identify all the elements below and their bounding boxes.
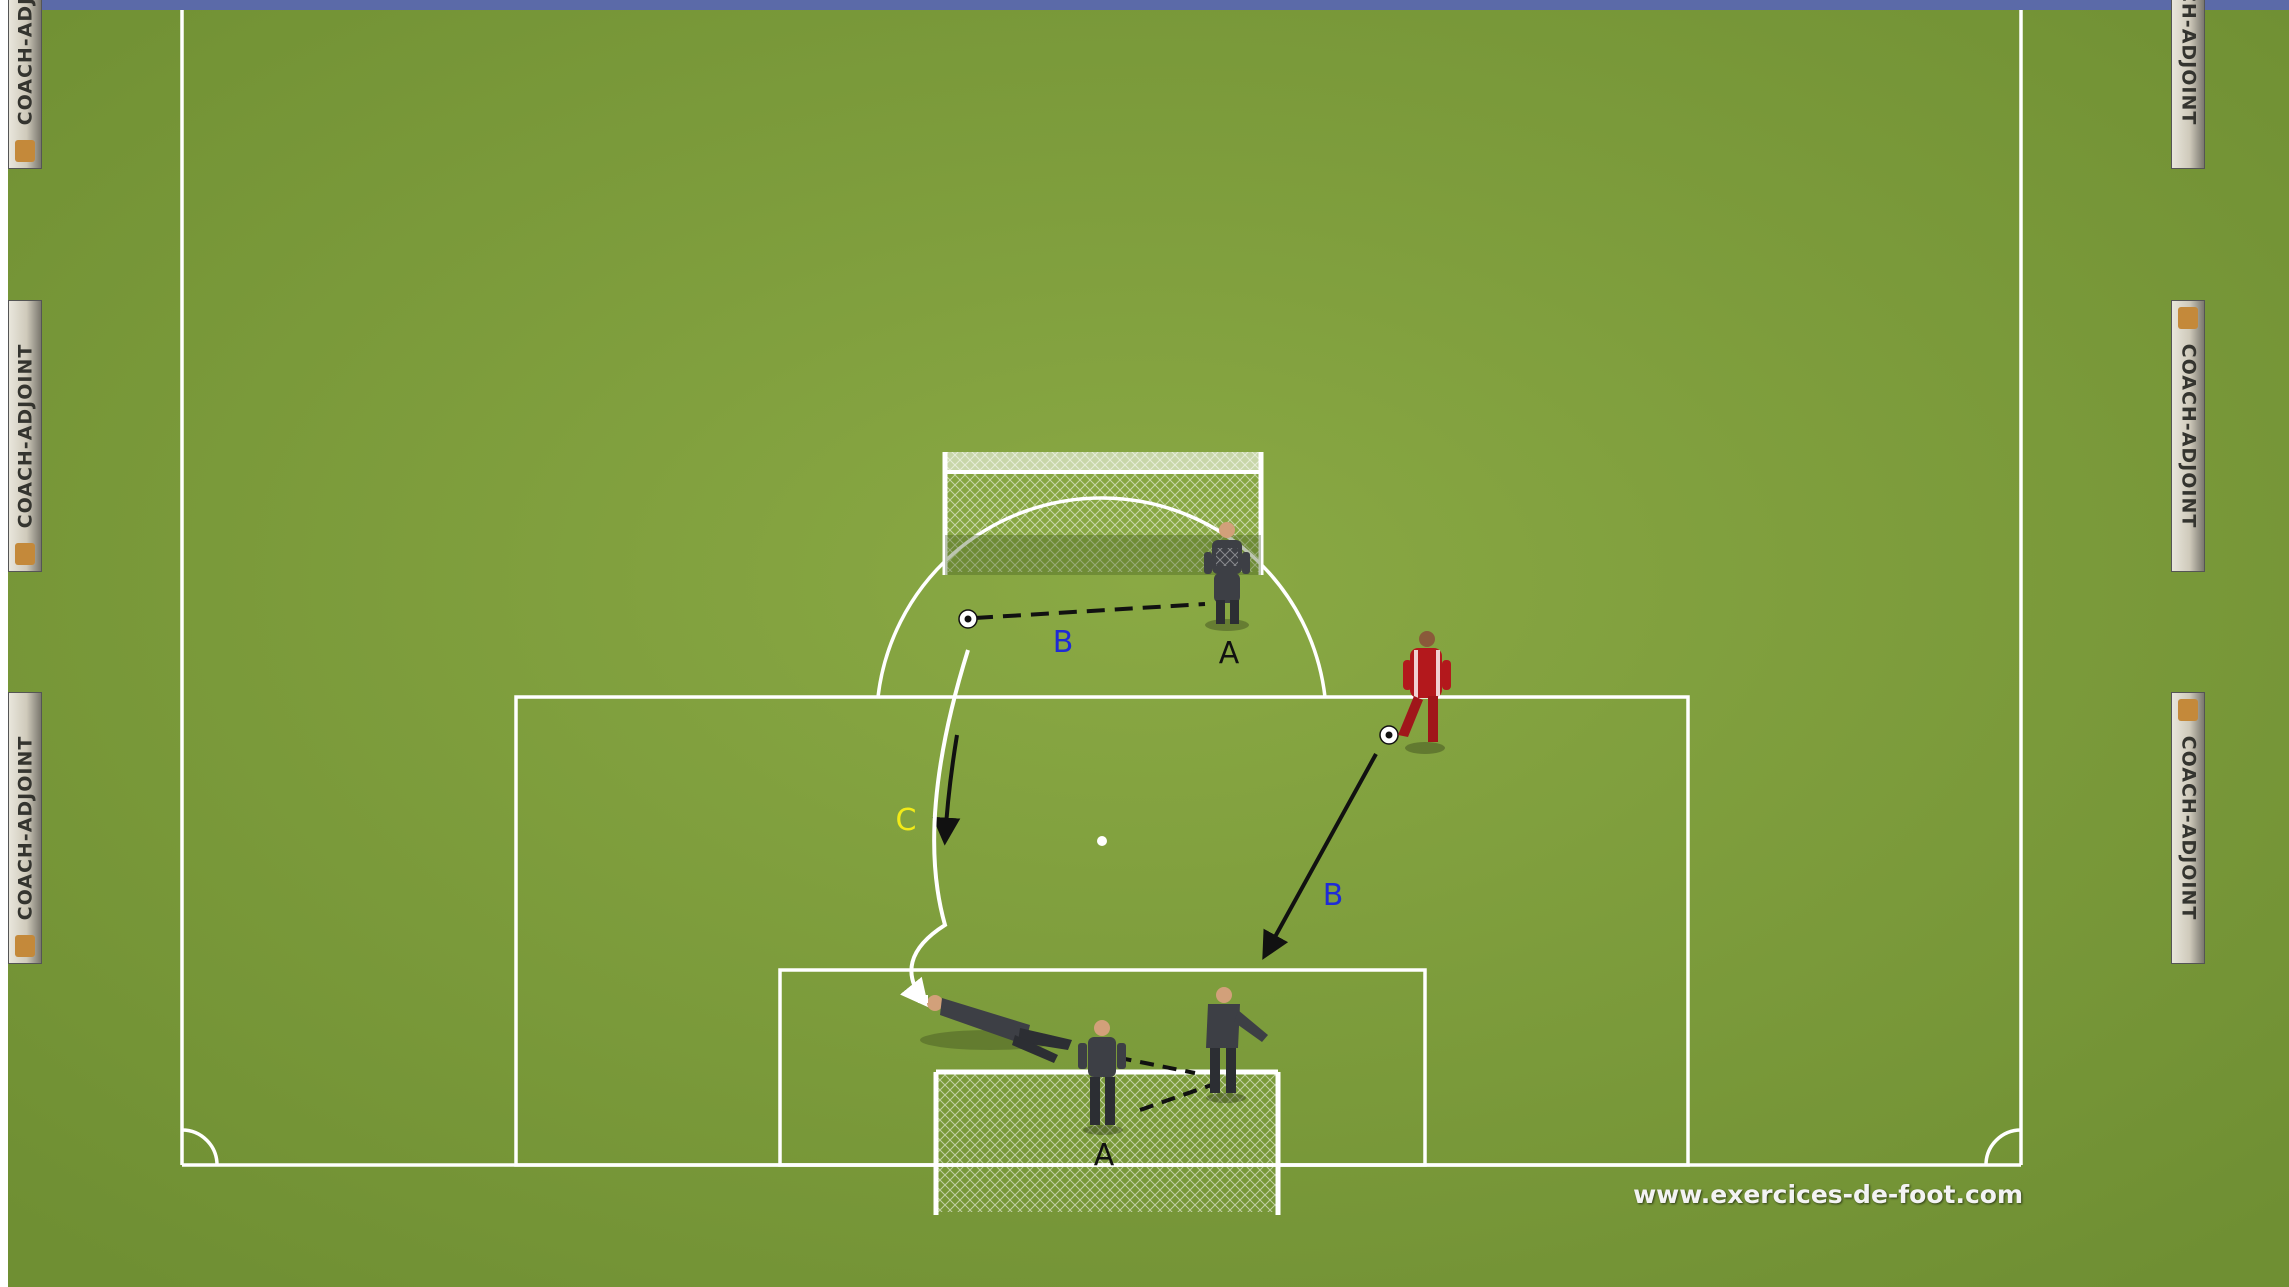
ball-top [959, 610, 977, 628]
ad-board-right-3: COACH-ADJOINT [2171, 692, 2205, 964]
left-edge [0, 0, 8, 1287]
label-a-bottom: A [1094, 1138, 1115, 1173]
ad-board-left-2: COACH-ADJOINT [8, 300, 42, 572]
penalty-spot [1097, 836, 1107, 846]
board-logo-icon [15, 543, 35, 565]
ad-board-left-1: COACH-ADJOINT [8, 0, 42, 169]
board-logo-icon [15, 140, 35, 162]
site-watermark: www.exercices-de-foot.com [1633, 1180, 2023, 1209]
label-b-top: B [1053, 625, 1074, 660]
board-logo-icon [15, 935, 35, 957]
ad-board-right-2: COACH-ADJOINT [2171, 300, 2205, 572]
ad-board-text: COACH-ADJOINT [2177, 344, 2199, 529]
ad-board-left-3: COACH-ADJOINT [8, 692, 42, 964]
ad-board-text: COACH-ADJOINT [14, 0, 36, 125]
ad-board-text: COACH-ADJOINT [14, 736, 36, 921]
ad-board-text: COACH-ADJOINT [2177, 736, 2199, 921]
ad-board-right-1: COACH-ADJOINT [2171, 0, 2205, 169]
label-b-right: B [1323, 878, 1344, 913]
top-edge-bar [0, 0, 2289, 10]
ad-board-text: COACH-ADJOINT [2177, 0, 2199, 125]
label-a-top: A [1219, 636, 1240, 671]
board-logo-icon [2178, 307, 2198, 329]
ball-coach [1380, 726, 1398, 744]
label-c-left: C [896, 803, 917, 838]
board-logo-icon [2178, 699, 2198, 721]
ad-board-text: COACH-ADJOINT [14, 344, 36, 529]
